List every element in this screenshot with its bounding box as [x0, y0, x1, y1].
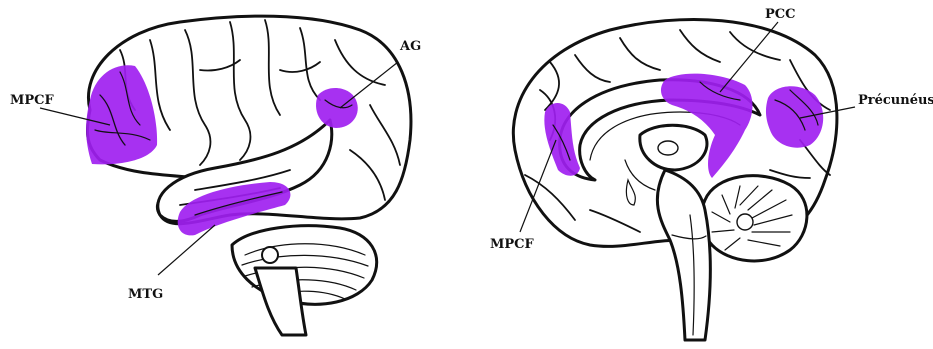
medial-cerebellum: [701, 176, 807, 261]
medial-pcc-label: PCC: [765, 7, 795, 22]
lateral-cerebellum: [232, 226, 377, 305]
medial-precuneus-label: Précunéus: [858, 93, 933, 108]
lateral-brainstem: [255, 268, 306, 335]
lateral-ag-label: AG: [399, 39, 421, 54]
lateral-pons-mark: [262, 247, 278, 263]
medial-thalamus-mark: [658, 141, 678, 155]
lateral-brain-view: MPCF AG MTG: [10, 16, 421, 335]
lateral-mtg-label: MTG: [128, 287, 163, 302]
medial-mpcf-label: MPCF: [490, 237, 535, 252]
lateral-mpcf-label: MPCF: [10, 93, 55, 108]
medial-brain-view: PCC Précunéus MPCF: [490, 7, 933, 340]
